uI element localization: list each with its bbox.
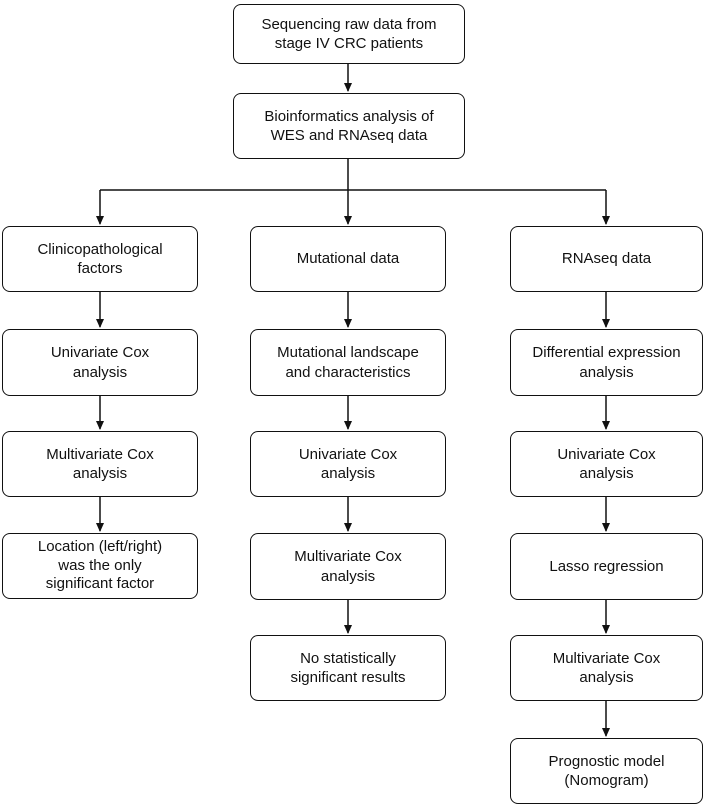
node-sequencing-raw-data: Sequencing raw data from stage IV CRC pa…: [233, 4, 465, 64]
node-clin-univariate-cox: Univariate Cox analysis: [2, 329, 198, 396]
node-differential-expression: Differential expression analysis: [510, 329, 703, 396]
node-rnaseq-data: RNAseq data: [510, 226, 703, 292]
node-mutational-data: Mutational data: [250, 226, 446, 292]
node-rna-multivariate-cox: Multivariate Cox analysis: [510, 635, 703, 701]
node-clinicopathological-factors: Clinicopathological factors: [2, 226, 198, 292]
node-mut-univariate-cox: Univariate Cox analysis: [250, 431, 446, 497]
node-mut-multivariate-cox: Multivariate Cox analysis: [250, 533, 446, 600]
node-no-significant-results: No statistically significant results: [250, 635, 446, 701]
node-rna-univariate-cox: Univariate Cox analysis: [510, 431, 703, 497]
node-prognostic-model-nomogram: Prognostic model (Nomogram): [510, 738, 703, 804]
node-lasso-regression: Lasso regression: [510, 533, 703, 600]
node-bioinformatics-analysis: Bioinformatics analysis of WES and RNAse…: [233, 93, 465, 159]
node-location-significant-factor: Location (left/right) was the only signi…: [2, 533, 198, 599]
node-clin-multivariate-cox: Multivariate Cox analysis: [2, 431, 198, 497]
node-mutational-landscape: Mutational landscape and characteristics: [250, 329, 446, 396]
